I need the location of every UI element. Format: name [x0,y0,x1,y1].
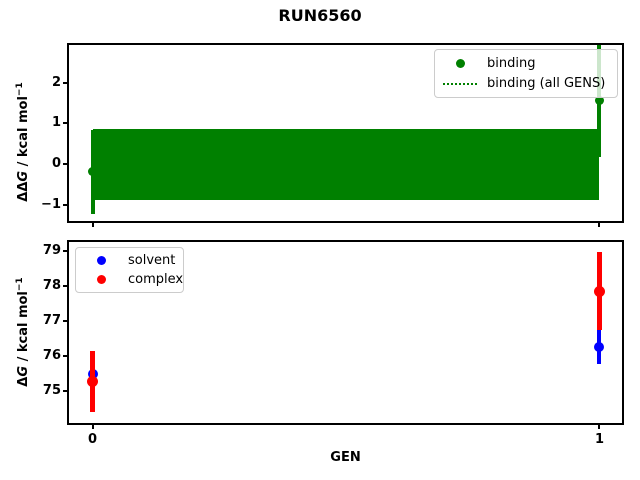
y-tick [63,163,69,166]
legend-label: binding (all GENS) [487,76,606,92]
complex-point [87,376,99,388]
y-tick-label: 1 [51,115,61,131]
binding-marker-icon [455,58,465,68]
bottom-legend: solvent complex [75,247,184,293]
y-tick-label: 77 [42,313,61,329]
binding-point [594,96,604,106]
complex-point [593,285,605,297]
y-tick-label: 2 [51,74,61,90]
y-tick [63,81,69,84]
x-tick [91,423,94,429]
solvent-point [594,341,605,352]
dotted-line-icon [443,82,477,85]
x-tick [598,423,601,429]
legend-label: binding [487,55,536,71]
legend-entry-binding: binding [442,53,610,73]
y-tick [63,320,69,323]
y-tick-label: 75 [42,383,61,399]
top-y-axis-label: ΔΔG / kcal mol−1 [14,82,32,202]
solvent-marker-icon [96,256,106,265]
figure-title: RUN6560 [278,6,362,25]
legend-label: solvent [128,253,176,268]
bottom-y-axis-label: ΔG / kcal mol−1 [14,277,32,387]
legend-entry-complex: complex [83,270,183,289]
y-tick [63,285,69,288]
y-tick-label: −1 [41,197,61,213]
legend-entry-binding-all-gens: binding (all GENS) [442,74,610,94]
binding-all-gens-band [92,128,600,201]
top-legend: binding binding (all GENS) [434,49,618,98]
legend-entry-solvent: solvent [83,251,176,270]
x-axis-label: GEN [330,450,361,465]
y-tick-label: 78 [42,278,61,294]
legend-label: complex [128,272,184,287]
y-tick [63,204,69,207]
complex-marker-icon [96,275,106,284]
y-tick [63,390,69,393]
x-tick-label: 1 [594,432,605,447]
x-tick [598,221,601,227]
y-tick-label: 76 [42,348,61,364]
y-tick [63,122,69,125]
y-tick-label: 0 [51,156,61,172]
y-tick-label: 79 [42,243,61,259]
y-tick [63,250,69,253]
x-tick [91,221,94,227]
y-tick [63,355,69,358]
x-tick-label: 0 [87,432,98,447]
binding-point [88,166,98,176]
